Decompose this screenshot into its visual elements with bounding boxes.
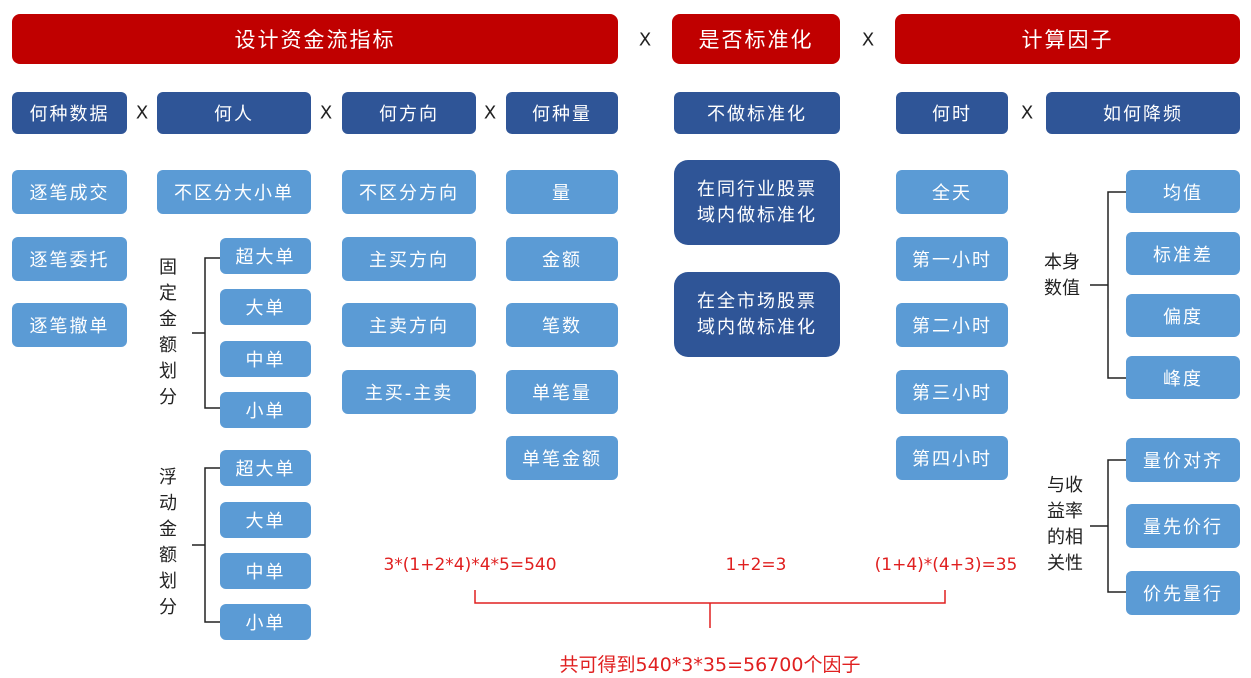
sub-header-when: 何时 xyxy=(896,92,1008,134)
corr-label: 与收益率的相关性 xyxy=(1047,475,1083,574)
formula-factor: (1+4)*(4+3)=35 xyxy=(874,555,1018,575)
volume-item: 单笔金额 xyxy=(506,436,618,480)
total-formula: 共可得到540*3*35=56700个因子 xyxy=(559,654,861,676)
fixed-item: 中单 xyxy=(220,341,311,377)
multiply-sign: X xyxy=(135,102,149,124)
corr-item: 量价对齐 xyxy=(1126,438,1240,482)
sub-header-volume: 何种量 xyxy=(506,92,618,134)
volume-item: 笔数 xyxy=(506,303,618,347)
self-item: 均值 xyxy=(1126,170,1240,213)
header-standardize: 是否标准化 xyxy=(672,14,840,64)
header-compute-factor: 计算因子 xyxy=(895,14,1240,64)
when-item: 第一小时 xyxy=(896,237,1008,281)
when-item: 全天 xyxy=(896,170,1008,214)
header-design-indicator: 设计资金流指标 xyxy=(12,14,618,64)
standardize-market: 在全市场股票域内做标准化 xyxy=(674,272,840,357)
data-type-item: 逐笔成交 xyxy=(12,170,127,214)
multiply-sign: X xyxy=(483,102,497,124)
when-item: 第二小时 xyxy=(896,303,1008,347)
sub-header-reduce: 如何降频 xyxy=(1046,92,1240,134)
direction-item: 主买-主卖 xyxy=(342,370,476,414)
direction-item: 不区分方向 xyxy=(342,170,476,214)
fixed-item: 超大单 xyxy=(220,238,311,274)
float-item: 超大单 xyxy=(220,450,311,486)
float-bracket xyxy=(192,467,220,623)
self-label: 本身数值 xyxy=(1044,252,1080,299)
when-item: 第四小时 xyxy=(896,436,1008,480)
corr-bracket xyxy=(1090,459,1126,593)
who-all: 不区分大小单 xyxy=(157,170,311,214)
corr-item: 量先价行 xyxy=(1126,504,1240,548)
data-type-item: 逐笔委托 xyxy=(12,237,127,281)
float-item: 大单 xyxy=(220,502,311,538)
self-bracket xyxy=(1090,191,1126,379)
fixed-item: 小单 xyxy=(220,392,311,428)
fixed-bracket xyxy=(192,257,220,409)
float-item: 中单 xyxy=(220,553,311,589)
fixed-label: 固定金额划分 xyxy=(159,257,177,408)
volume-item: 金额 xyxy=(506,237,618,281)
volume-item: 量 xyxy=(506,170,618,214)
sub-header-data-type: 何种数据 xyxy=(12,92,127,134)
when-item: 第三小时 xyxy=(896,370,1008,414)
self-item: 标准差 xyxy=(1126,232,1240,275)
multiply-sign: X xyxy=(319,102,333,124)
data-type-item: 逐笔撤单 xyxy=(12,303,127,347)
direction-item: 主卖方向 xyxy=(342,303,476,347)
self-item: 峰度 xyxy=(1126,356,1240,399)
sub-header-direction: 何方向 xyxy=(342,92,476,134)
direction-item: 主买方向 xyxy=(342,237,476,281)
formula-standardize: 1+2=3 xyxy=(725,555,787,575)
float-item: 小单 xyxy=(220,604,311,640)
sub-header-who: 何人 xyxy=(157,92,311,134)
corr-item: 价先量行 xyxy=(1126,571,1240,615)
multiply-sign: X xyxy=(1020,102,1034,124)
self-item: 偏度 xyxy=(1126,294,1240,337)
standardize-industry: 在同行业股票域内做标准化 xyxy=(674,160,840,245)
total-brace xyxy=(474,590,946,628)
multiply-sign: X xyxy=(638,29,652,51)
formula-indicator: 3*(1+2*4)*4*5=540 xyxy=(383,555,557,575)
float-label: 浮动金额划分 xyxy=(159,467,177,618)
multiply-sign: X xyxy=(861,29,875,51)
sub-header-no-standardize: 不做标准化 xyxy=(674,92,840,134)
volume-item: 单笔量 xyxy=(506,370,618,414)
fixed-item: 大单 xyxy=(220,289,311,325)
